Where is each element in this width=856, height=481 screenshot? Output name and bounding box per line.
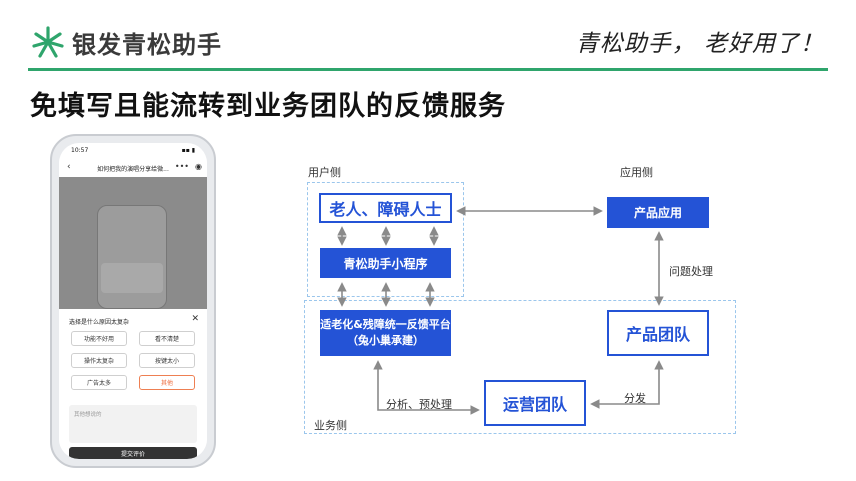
status-bar: 10:57 ▪▪ ▮ xyxy=(59,143,207,159)
feedback-sheet: 选择是什么原因太复杂 ✕ 功能不好用 看不清楚 操作太复杂 按键太小 广告太多 … xyxy=(59,309,207,459)
close-icon[interactable]: ✕ xyxy=(191,314,199,324)
dimmed-overlay xyxy=(59,177,207,309)
more-icon[interactable]: ••• xyxy=(174,162,189,171)
pine-logo-icon xyxy=(32,26,64,58)
mini-program-box: 青松助手小程序 xyxy=(320,248,451,278)
product-team-box: 产品团队 xyxy=(607,310,709,356)
target-icon[interactable]: ◉ xyxy=(195,162,202,171)
sheet-title: 选择是什么原因太复杂 xyxy=(69,319,130,326)
nav-title: 如何把我的演唱分享给微... xyxy=(97,165,169,173)
app-side-label: 应用侧 xyxy=(620,166,653,179)
elderly-users-box: 老人、障碍人士 xyxy=(319,193,452,223)
brand-name: 银发青松助手 xyxy=(72,30,222,59)
back-icon[interactable]: ‹ xyxy=(67,162,71,172)
nav-bar: ‹ 如何把我的演唱分享给微... ••• ◉ xyxy=(59,159,207,177)
status-time: 10:57 xyxy=(71,147,89,154)
header-divider xyxy=(28,68,828,71)
phone-screen: 10:57 ▪▪ ▮ ‹ 如何把我的演唱分享给微... ••• ◉ 选择是什么原… xyxy=(59,143,207,459)
user-side-label: 用户侧 xyxy=(308,166,341,179)
option-button[interactable]: 操作太复杂 xyxy=(71,353,127,368)
phone-mockup: 10:57 ▪▪ ▮ ‹ 如何把我的演唱分享给微... ••• ◉ 选择是什么原… xyxy=(50,134,216,468)
feedback-textarea[interactable]: 其他想说的 xyxy=(69,405,197,443)
feedback-platform-box: 适老化&残障统一反馈平台 （兔小巢承建） xyxy=(320,310,451,356)
slogan: 青松助手， 老好用了！ xyxy=(575,31,824,57)
signal-icon: ▪▪ ▮ xyxy=(181,147,195,154)
option-button[interactable]: 功能不好用 xyxy=(71,331,127,346)
option-button[interactable]: 广告太多 xyxy=(71,375,127,390)
option-button-selected[interactable]: 其他 xyxy=(139,375,195,390)
platform-title: 适老化&残障统一反馈平台 xyxy=(320,318,451,331)
option-button[interactable]: 按键太小 xyxy=(139,353,195,368)
submit-button[interactable]: 提交评价 xyxy=(69,447,197,459)
brand-logo: 银发青松助手 xyxy=(30,22,222,62)
background-card xyxy=(101,263,163,293)
ops-product-arrow xyxy=(590,360,664,409)
platform-ops-arrow xyxy=(373,360,480,415)
ops-team-box: 运营团队 xyxy=(484,380,586,426)
business-side-region xyxy=(304,300,736,434)
issue-handling-label: 问题处理 xyxy=(669,265,713,278)
option-button[interactable]: 看不清楚 xyxy=(139,331,195,346)
business-side-label: 业务侧 xyxy=(314,419,347,432)
platform-subtitle: （兔小巢承建） xyxy=(347,334,424,347)
page-title: 免填写且能流转到业务团队的反馈服务 xyxy=(30,91,506,122)
product-app-box: 产品应用 xyxy=(607,197,709,228)
